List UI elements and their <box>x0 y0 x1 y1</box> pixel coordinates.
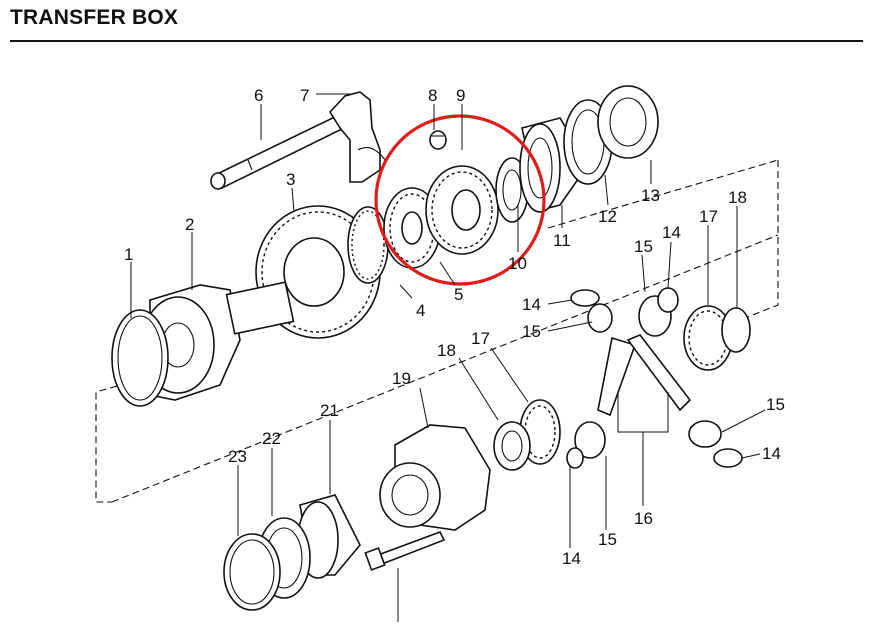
page-title: TRANSFER BOX <box>10 6 179 29</box>
callout-21: 21 <box>320 401 339 420</box>
callout-17-upper: 17 <box>699 207 718 226</box>
callout-23: 23 <box>228 447 247 466</box>
part-23-shim-ring <box>223 533 281 611</box>
callout-15-lower: 15 <box>598 530 617 549</box>
callout-15-mid: 15 <box>522 322 541 341</box>
highlight-circle <box>374 114 546 286</box>
part-14-washer-upper <box>570 289 600 307</box>
callout-10: 10 <box>508 254 527 273</box>
callout-22: 22 <box>262 429 281 448</box>
part-18-thrust-washer-lower <box>493 421 531 471</box>
callout-14-upper: 14 <box>662 223 681 242</box>
callout-5: 5 <box>454 285 463 304</box>
part-15-bevel-gear-upper-left <box>587 303 613 333</box>
case-bolt <box>364 531 446 571</box>
callout-3: 3 <box>286 170 295 189</box>
assembly-guide-lines <box>95 159 779 503</box>
callout-11: 11 <box>553 231 571 250</box>
callout-1: 1 <box>124 245 133 264</box>
callout-7: 7 <box>300 86 309 105</box>
callout-14-lower: 14 <box>562 549 581 568</box>
callout-labels: 1 2 3 4 5 6 7 8 9 10 11 12 13 15 14 17 1… <box>124 86 785 568</box>
callout-15-upper: 15 <box>634 237 653 256</box>
callout-6: 6 <box>254 86 263 105</box>
callout-13: 13 <box>641 186 660 205</box>
callout-18-upper: 18 <box>728 188 747 207</box>
part-1-ring <box>111 309 169 407</box>
title-divider <box>10 40 863 42</box>
part-13-seal <box>597 85 659 159</box>
callout-15-right: 15 <box>766 395 785 414</box>
part-6-selector-shaft <box>210 110 354 190</box>
part-8-plug <box>429 130 447 150</box>
callout-2: 2 <box>185 215 194 234</box>
part-14-washer-right <box>657 287 679 313</box>
part-15-bevel-gear-lower-right <box>688 420 722 448</box>
part-9-gear <box>425 165 499 255</box>
part-14-washer-lower-center <box>566 447 584 469</box>
part-4-small-gear <box>347 206 389 284</box>
part-15-bevel-gear-lower-center <box>574 421 606 459</box>
callout-17-lower: 17 <box>471 329 490 348</box>
callout-14-mid: 14 <box>522 295 541 314</box>
part-18-thrust-washer-right <box>721 307 751 353</box>
callout-8: 8 <box>428 86 437 105</box>
part-14-washer-lower-right <box>713 448 743 468</box>
callout-14-right: 14 <box>762 444 781 463</box>
callout-16: 16 <box>634 509 653 528</box>
callout-4: 4 <box>416 301 425 320</box>
part-16-cross-pins <box>597 334 692 417</box>
leader-lines <box>130 93 766 622</box>
callout-12: 12 <box>598 207 617 226</box>
part-19-differential-case <box>379 424 491 531</box>
part-7-selector-fork <box>328 91 386 183</box>
callout-9: 9 <box>456 86 465 105</box>
callout-19: 19 <box>392 369 411 388</box>
callout-18-lower: 18 <box>437 341 456 360</box>
